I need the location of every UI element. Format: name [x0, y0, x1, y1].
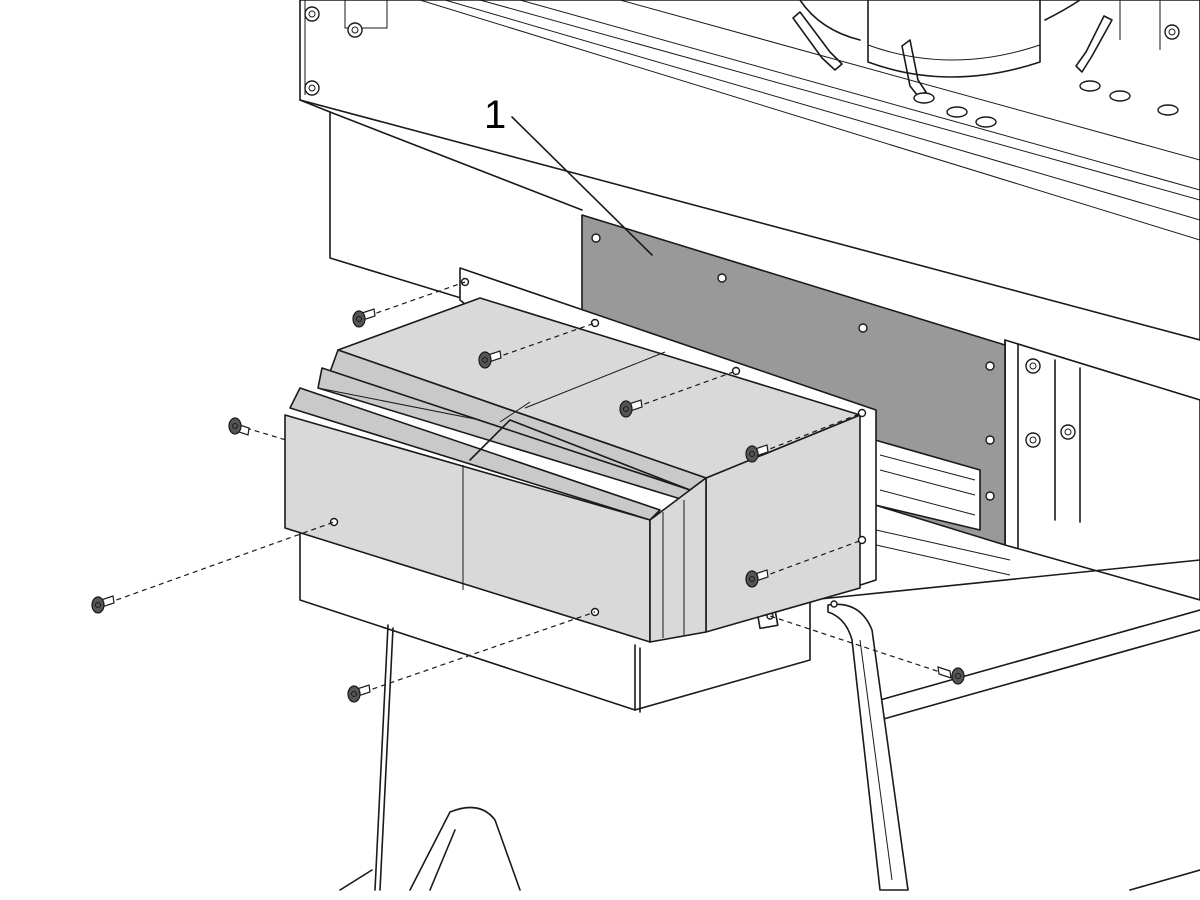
cover-hole [590, 318, 600, 328]
enclosure-bolt [1025, 432, 1041, 448]
support-bracket [755, 600, 909, 891]
screw [619, 399, 643, 418]
assembly-lines [107, 281, 947, 693]
plate-hole [985, 435, 995, 445]
screw [352, 308, 376, 328]
screw [745, 444, 769, 463]
column-bolt [304, 6, 320, 22]
coolant-nozzle-left [792, 11, 843, 71]
cover-hole [329, 517, 339, 527]
screw [745, 569, 769, 588]
enclosure-right [1004, 339, 1200, 601]
machine-column [299, 0, 1200, 341]
callout-label: 1 [484, 93, 506, 137]
column-bolt [347, 22, 363, 38]
machine-base [299, 531, 1200, 891]
screw [347, 684, 371, 703]
screw [91, 595, 115, 614]
screw [228, 417, 250, 436]
enclosure-bolt [1025, 358, 1041, 374]
way-cover [284, 267, 877, 643]
spindle-head [792, 0, 1179, 128]
plate-hole [591, 233, 601, 243]
plate-hole [717, 273, 727, 283]
plate-hole [985, 361, 995, 371]
column-bolt [304, 80, 320, 96]
screw [937, 666, 965, 685]
coolant-nozzle-right [1075, 15, 1113, 73]
enclosure-bolt [1060, 424, 1076, 440]
screw [478, 350, 502, 369]
plate-hole [858, 323, 868, 333]
cover-hole [731, 366, 741, 376]
plate-hole [985, 491, 995, 501]
cover-hole [857, 408, 867, 418]
callout-1: 1 [484, 93, 653, 256]
cover-hole [857, 535, 867, 545]
column-bolt [1164, 24, 1180, 40]
